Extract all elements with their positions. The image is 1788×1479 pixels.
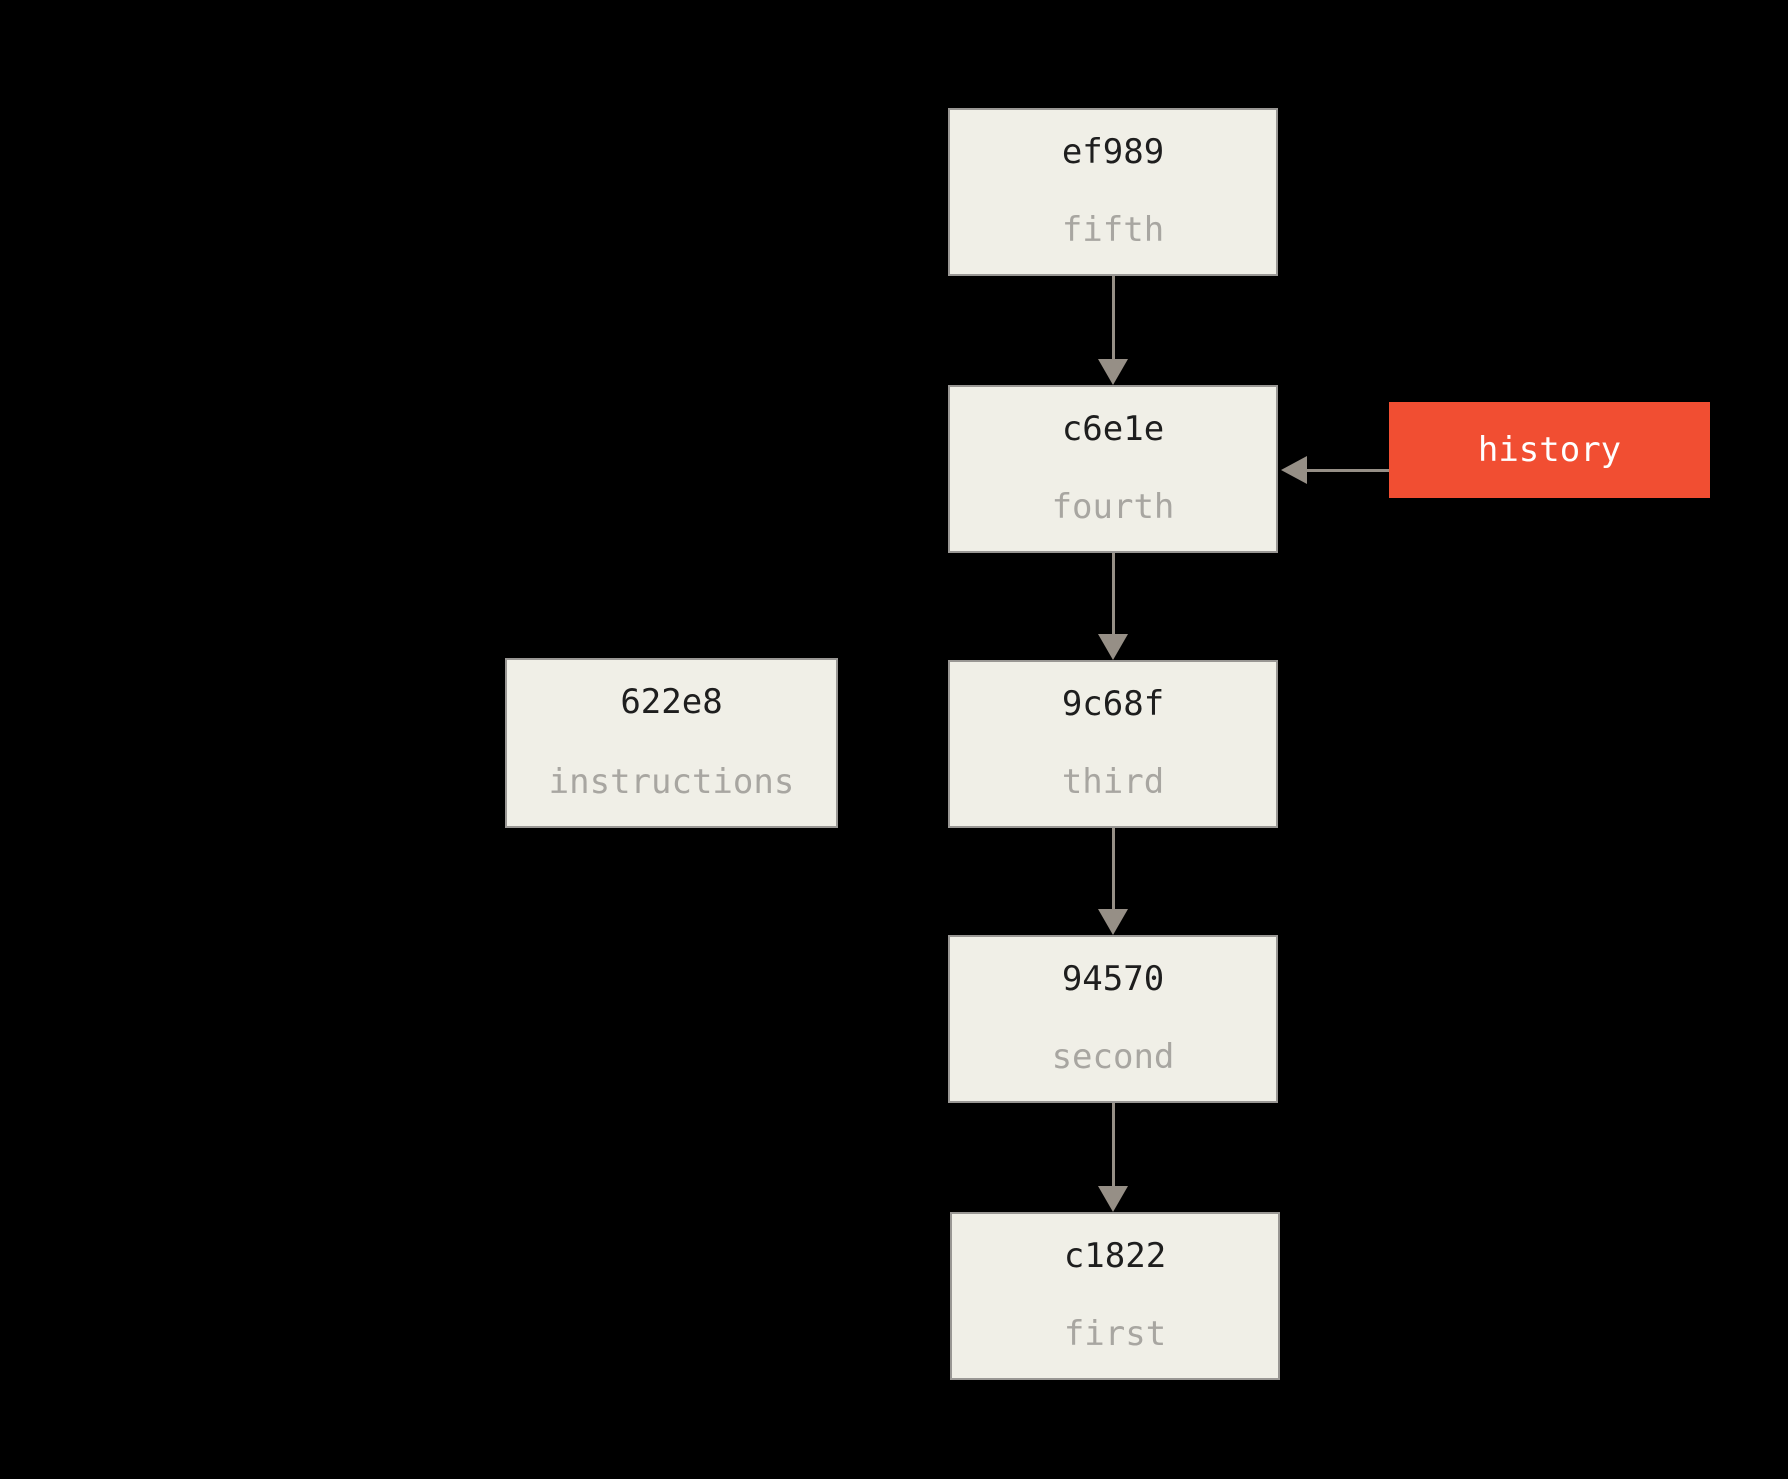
arrowhead-down-icon [1098, 359, 1128, 385]
arrow-line [1111, 828, 1115, 913]
commit-hash: ef989 [1061, 132, 1165, 172]
commit-hash: 94570 [1061, 959, 1165, 999]
arrow-line [1111, 1103, 1115, 1190]
arrow-history-to-fourth [1281, 456, 1389, 484]
arrow-line [1111, 276, 1115, 363]
commit-box-third: 9c68f third [948, 660, 1278, 828]
commit-hash: 9c68f [1061, 684, 1165, 724]
arrow-line [1303, 468, 1389, 472]
commit-hash: 622e8 [620, 682, 723, 722]
commit-message: fifth [1061, 210, 1165, 250]
arrow-third-to-second [1098, 828, 1128, 935]
arrowhead-down-icon [1098, 909, 1128, 935]
arrow-line [1111, 553, 1115, 638]
commit-box-first: c1822 first [950, 1212, 1280, 1380]
arrowhead-down-icon [1098, 1186, 1128, 1212]
commit-box-instructions: 622e8 instructions [505, 658, 838, 828]
commit-message: first [1063, 1314, 1167, 1354]
history-ref-text: history [1477, 430, 1622, 470]
commit-hash: c6e1e [1061, 409, 1165, 449]
commit-message: instructions [548, 762, 795, 802]
commit-hash: c1822 [1063, 1236, 1167, 1276]
arrowhead-left-icon [1281, 456, 1307, 484]
arrow-fourth-to-third [1098, 553, 1128, 660]
arrow-second-to-first [1098, 1103, 1128, 1212]
commit-message: second [1051, 1037, 1175, 1077]
arrowhead-down-icon [1098, 634, 1128, 660]
commit-box-second: 94570 second [948, 935, 1278, 1103]
history-ref-label: history [1389, 402, 1710, 498]
commit-box-fifth: ef989 fifth [948, 108, 1278, 276]
arrow-fifth-to-fourth [1098, 276, 1128, 385]
commit-message: third [1061, 762, 1165, 802]
commit-message: fourth [1051, 487, 1175, 527]
commit-box-fourth: c6e1e fourth [948, 385, 1278, 553]
